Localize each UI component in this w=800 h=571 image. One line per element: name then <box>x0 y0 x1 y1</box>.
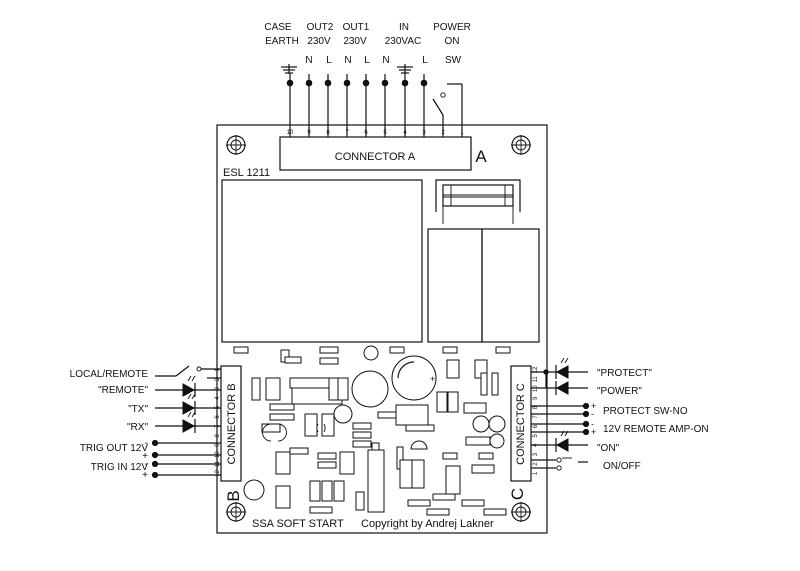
connector-b-label: CONNECTOR B <box>226 383 238 464</box>
signal-protect: "PROTECT" <box>597 368 652 379</box>
connector-c-pin-number: 3 <box>533 452 539 456</box>
led-icon <box>155 411 221 433</box>
connector-c-pin-number: 8 <box>533 405 539 409</box>
connector-c-pin-number: 7 <box>533 415 539 419</box>
connector-b-pin-number: 12 <box>215 469 221 476</box>
protect-sw-wires <box>531 402 590 418</box>
pin-label-n: N <box>382 55 389 66</box>
board-title: SSA SOFT START <box>252 518 344 530</box>
signal-tx: "TX" <box>128 404 148 415</box>
connector-c-pin-number: 12 <box>533 366 539 373</box>
remote-amp-minus: - <box>591 419 594 429</box>
pin-label-n: N <box>305 55 312 66</box>
remote-amp-wires <box>531 420 590 436</box>
pin-label-l: L <box>422 55 428 66</box>
protect-sw-plus: + <box>591 401 596 411</box>
connector-b-pin-number: 8 <box>215 433 221 437</box>
trig-in-wires <box>151 460 221 479</box>
connector-a-label: CONNECTOR A <box>335 151 416 163</box>
protect-sw-minus: - <box>591 409 594 419</box>
in-voltage-label: 230VAC <box>385 36 422 47</box>
connector-c-pin-number: 5 <box>533 433 539 437</box>
connector-c-pin-number: 2 <box>533 462 539 466</box>
on-off-switch-icon <box>531 457 588 471</box>
pcb-components: + <box>233 345 511 516</box>
transformer-block <box>221 179 423 343</box>
connector-b-pin-number: 10 <box>215 451 221 458</box>
in-label: IN <box>399 22 409 33</box>
out1-voltage-label: 230V <box>343 36 367 47</box>
signal-protect-sw-no: PROTECT SW-NO <box>603 406 688 417</box>
led-icon <box>531 357 588 379</box>
signal-on-off: ON/OFF <box>603 461 641 472</box>
connector-b-pin-number: 5 <box>215 405 221 409</box>
board-model-label: ESL 1211 <box>223 167 270 179</box>
board-copyright: Copyright by Andrej Lakner <box>361 518 494 530</box>
connector-c-pin-number: 11 <box>533 376 539 383</box>
trig-out-minus: - <box>145 438 148 449</box>
mounting-hole-icon <box>511 502 531 522</box>
led-icon <box>531 369 588 395</box>
relay-left <box>427 228 483 343</box>
out2-label: OUT2 <box>307 22 334 33</box>
connector-b-block <box>220 365 242 482</box>
signal-12v-remote-amp-on: 12V REMOTE AMP-ON <box>603 424 709 435</box>
connector-a-block <box>279 136 472 171</box>
power-on-label: ON <box>445 36 460 47</box>
signal-local-remote: LOCAL/REMOTE <box>70 369 149 380</box>
fuse-holder-icon <box>435 179 521 224</box>
trig-out-wires <box>151 439 221 459</box>
connector-b-pin-number: 4 <box>215 396 221 400</box>
pin-label-sw: SW <box>445 55 462 66</box>
pin-label-l: L <box>326 55 332 66</box>
led-icon <box>531 430 588 452</box>
connector-b-pin-number: 6 <box>215 415 221 419</box>
led-icon <box>155 375 221 397</box>
connector-b-letter: B <box>224 490 243 501</box>
local-remote-switch-icon <box>155 365 221 379</box>
signal-on: "ON" <box>597 443 620 454</box>
connector-a-wires <box>286 74 428 137</box>
mounting-hole-icon <box>511 135 531 155</box>
connector-b-pin-number: 2 <box>215 377 221 381</box>
power-label: POWER <box>433 22 471 33</box>
mounting-hole-icon <box>226 135 246 155</box>
pin-label-n: N <box>344 55 351 66</box>
led-icon <box>155 393 221 415</box>
signal-trig-out: TRIG OUT 12V <box>80 443 148 454</box>
signal-remote: "REMOTE" <box>98 385 148 396</box>
case-earth-label-2: EARTH <box>265 36 299 47</box>
trig-out-plus: + <box>142 451 148 462</box>
out2-voltage-label: 230V <box>307 36 331 47</box>
connector-b-pin-number: 9 <box>215 443 221 447</box>
mounting-hole-icon <box>226 502 246 522</box>
connector-b-pin-number: 1 <box>215 368 221 372</box>
trig-in-plus: + <box>142 470 148 481</box>
svg-text:+: + <box>430 374 435 384</box>
connector-c-pin-number: 9 <box>533 396 539 400</box>
remote-amp-plus: + <box>591 427 596 437</box>
out1-label: OUT1 <box>343 22 370 33</box>
connector-a-letter: A <box>475 147 487 166</box>
pcb-board <box>216 124 548 534</box>
connector-c-letter: C <box>508 488 527 500</box>
trig-in-minus: - <box>145 459 148 470</box>
earth-ground-icon <box>281 64 297 74</box>
signal-trig-in: TRIG IN 12V <box>91 462 149 473</box>
power-switch-icon <box>432 83 463 137</box>
relay-right <box>481 228 540 343</box>
signal-rx: "RX" <box>127 422 148 433</box>
earth-ground-icon <box>397 64 413 74</box>
connector-c-pin-number: 1 <box>533 471 539 475</box>
connector-b-pin-number: 3 <box>215 386 221 390</box>
connector-c-label: CONNECTOR C <box>515 383 527 465</box>
signal-power: "POWER" <box>597 386 642 397</box>
case-earth-label: CASE <box>264 22 292 33</box>
pin-label-l: L <box>364 55 370 66</box>
connector-c-pin-number: 6 <box>533 424 539 428</box>
